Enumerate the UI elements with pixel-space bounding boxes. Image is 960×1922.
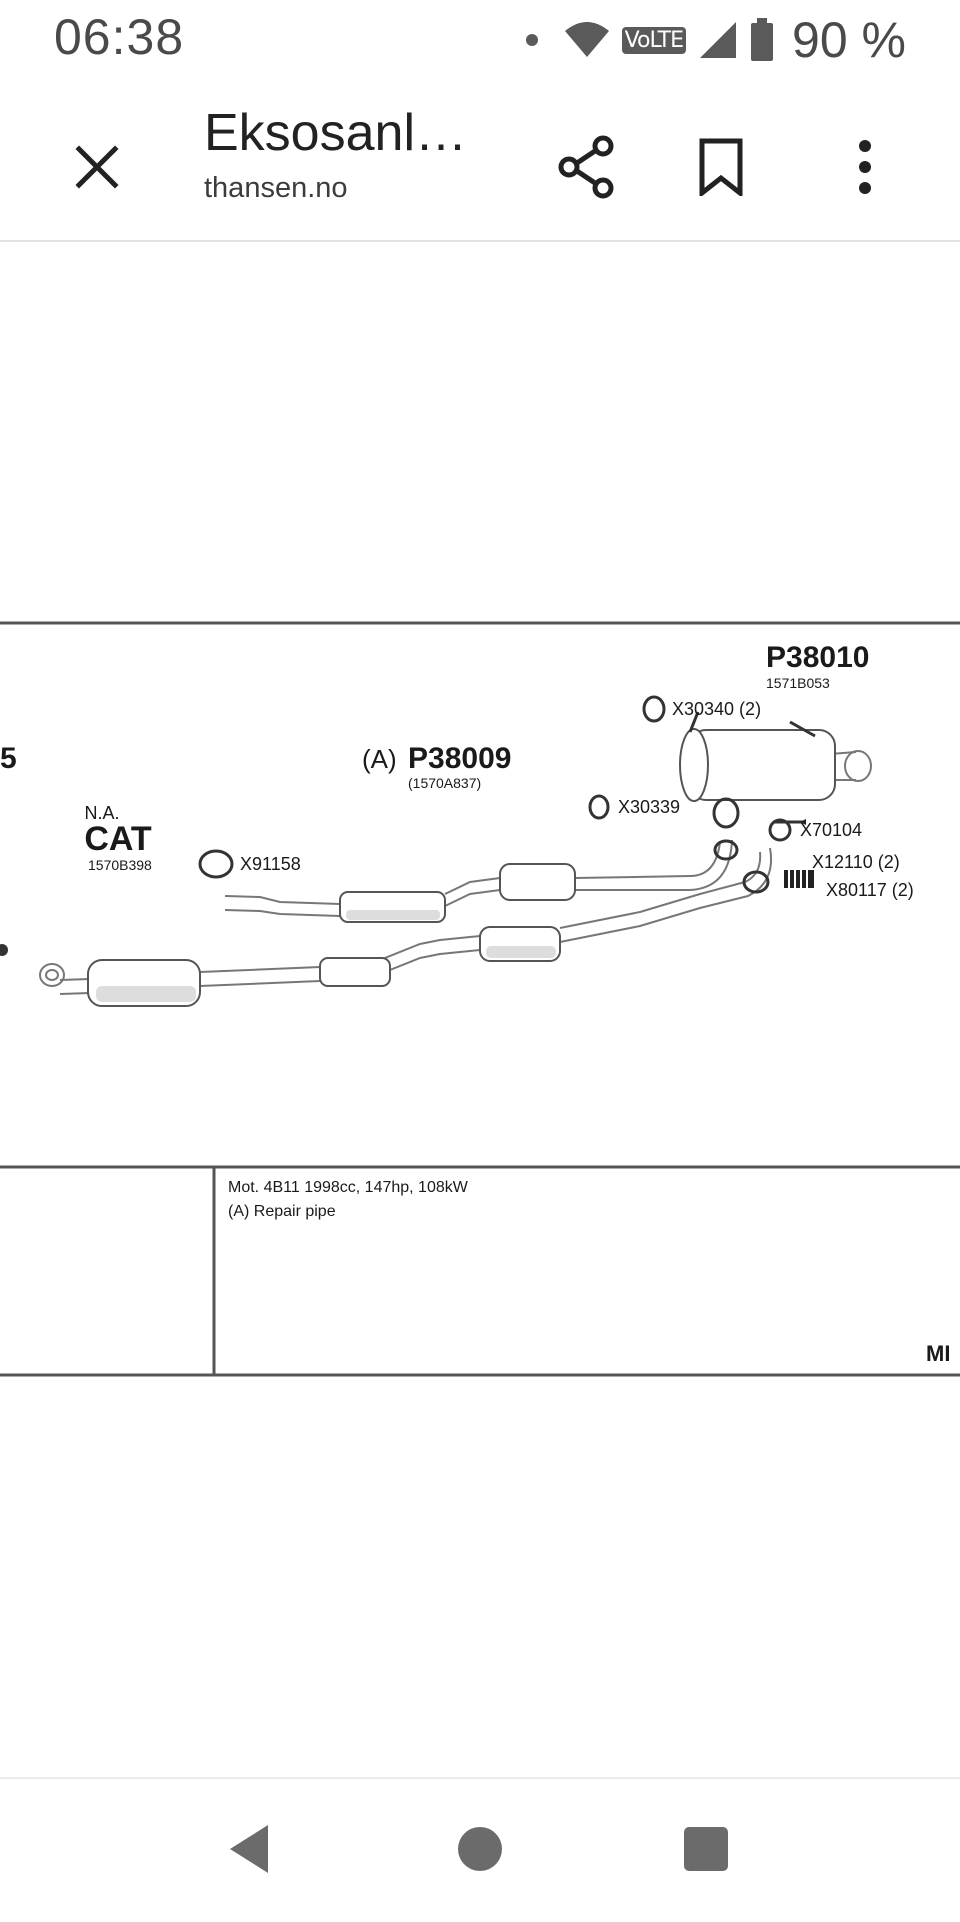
repair-prefix-label: (A) [362,744,397,774]
more-options-button[interactable] [818,120,912,214]
p38009-label: P38009 [408,742,511,775]
share-button[interactable] [540,120,634,214]
volte-label: VoLTE [621,26,687,54]
partial-part-label: 5 [0,742,17,775]
x70104-label: X70104 [800,820,862,840]
exhaust-system-diagram: 5 N.A. CAT 1570B398 X91158 (A) P38009 (1… [0,621,960,1377]
corner-label: MI [926,1341,950,1366]
p38009-code-label: (1570A837) [408,775,481,791]
cat-label: CAT [84,820,152,858]
status-time: 06:38 [54,9,185,65]
page-title: Eksosanl… [204,104,467,162]
recents-icon [684,1827,728,1871]
more-vert-icon [859,140,871,194]
share-icon [558,135,614,199]
status-icons: VoLTE 90 % [525,10,906,70]
title-block[interactable]: Eksosanl… thansen.no [204,100,484,205]
page-domain: thansen.no [204,172,348,204]
battery-icon [751,18,774,61]
signal-icon [700,22,737,58]
bookmark-button[interactable] [674,120,768,214]
repair-pipe-note: (A) Repair pipe [228,1203,336,1220]
x91158-label: X91158 [240,854,301,874]
x30340-label: X30340 (2) [672,699,761,719]
image-viewer[interactable]: 5 N.A. CAT 1570B398 X91158 (A) P38009 (1… [0,242,960,1777]
home-button[interactable] [450,1819,510,1879]
custom-tab-toolbar: Eksosanl… thansen.no [0,78,960,242]
notification-dot-icon [525,34,538,46]
system-navigation-bar [0,1777,960,1922]
x30339-label: X30339 [618,797,680,817]
battery-percentage: 90 % [792,12,906,68]
p38010-code-label: 1571B053 [766,675,830,691]
x80117-label: X80117 (2) [826,880,914,900]
back-button[interactable] [222,1819,282,1879]
cat-code-label: 1570B398 [88,857,152,873]
recents-button[interactable] [676,1819,736,1879]
x12110-label: X12110 (2) [812,852,900,872]
bookmark-icon [699,138,743,196]
home-icon [458,1827,502,1871]
wifi-icon [564,22,609,57]
close-button[interactable] [50,120,144,214]
status-bar: 06:38 VoLTE 90 % [0,0,960,78]
close-icon [75,145,119,189]
engine-note: Mot. 4B11 1998cc, 147hp, 108kW [228,1179,469,1196]
p38010-label: P38010 [766,641,869,674]
back-icon [230,1825,268,1873]
cat-note-label: N.A. [84,803,119,823]
